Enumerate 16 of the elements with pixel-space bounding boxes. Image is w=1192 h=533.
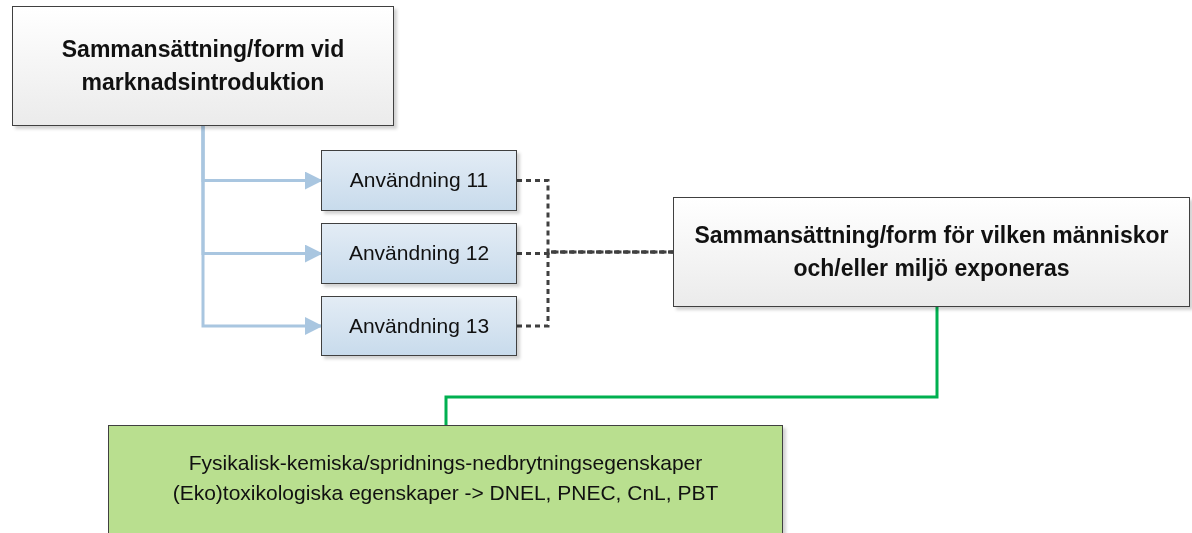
box-text: Sammansättning/form för vilken människor och/eller miljö exponeras (693, 220, 1170, 283)
box-text: (Eko)toxikologiska egenskaper -> DNEL, PNEC, CnL, PBT (172, 480, 719, 507)
process-box (12, 6, 394, 126)
arrow (201, 126, 323, 335)
process-box (673, 197, 1190, 307)
box-text: Användning 12 (348, 240, 490, 267)
box-text: Fysikalisk-kemiska/spridnings-nedbrytningsegenskaper (188, 450, 703, 476)
box-text: Användning 13 (348, 312, 490, 339)
box-text: Sammansättning/form vid marknadsintroduktion (60, 34, 346, 97)
process-box (108, 425, 783, 533)
process-box (321, 223, 517, 284)
connector-line (444, 307, 939, 425)
process-box (321, 150, 517, 211)
box-text: Användning 11 (349, 167, 489, 194)
process-box (321, 296, 517, 356)
connector-line (517, 250, 673, 328)
